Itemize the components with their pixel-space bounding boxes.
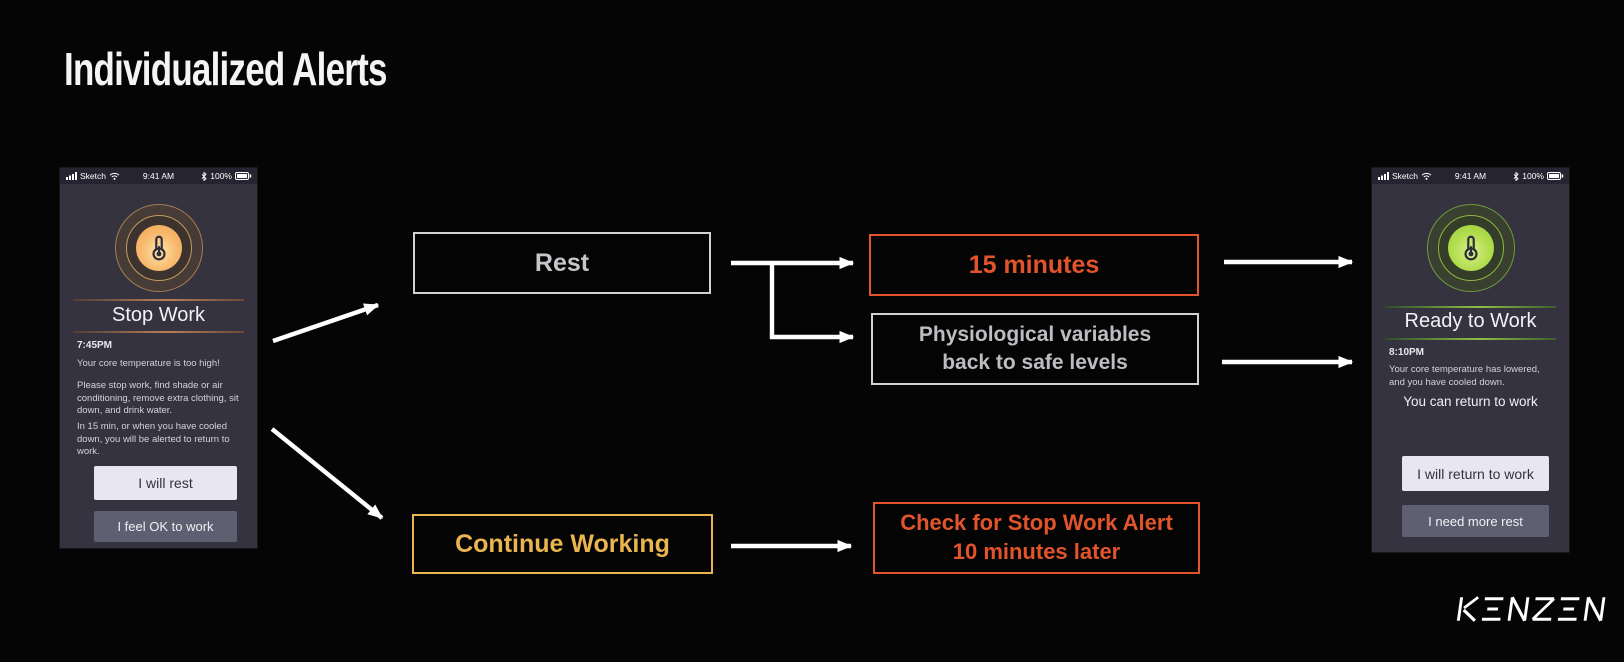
check-stop-work-box: Check for Stop Work Alert 10 minutes lat… — [873, 502, 1200, 574]
alert-time: 8:10PM — [1389, 347, 1425, 358]
battery-percent-label: 100% — [210, 171, 232, 181]
alert-state-title: Stop Work — [112, 304, 205, 326]
arrow-phone-to-rest — [272, 302, 380, 344]
signal-icon — [1378, 172, 1389, 180]
rest-box: Rest — [413, 232, 711, 294]
temperature-gauge-hot — [114, 204, 203, 292]
gauge-inner-circle — [1447, 225, 1494, 271]
carrier-label: Sketch — [1392, 171, 1418, 181]
gauge-mid-ring — [1437, 215, 1504, 281]
battery-percent-label: 100% — [1522, 171, 1544, 181]
kenzen-logo-icon — [1456, 596, 1606, 622]
thermometer-icon — [151, 235, 166, 261]
alert-followup: In 15 min, or when you have cooled down,… — [77, 421, 230, 458]
gauge-inner-circle — [135, 225, 182, 271]
alert-instructions: Please stop work, find shade or air cond… — [77, 380, 239, 417]
alert-headline: Your core temperature is too high! — [77, 358, 220, 369]
rest-label: Rest — [534, 248, 590, 277]
physio-label-line2: back to safe levels — [942, 351, 1128, 374]
carrier-label: Sketch — [80, 171, 106, 181]
i-will-return-button[interactable]: I will return to work — [1402, 456, 1549, 491]
i-will-rest-button[interactable]: I will rest — [94, 466, 237, 500]
i-feel-ok-button[interactable]: I feel OK to work — [94, 511, 237, 542]
bluetooth-icon — [1513, 171, 1519, 181]
battery-icon — [235, 172, 252, 180]
gauge-mid-ring — [125, 215, 192, 281]
continue-working-label: Continue Working — [455, 529, 670, 558]
arrow-phone-to-continue — [270, 427, 384, 520]
signal-icon — [66, 172, 77, 180]
thermometer-icon — [1463, 235, 1478, 261]
fifteen-minutes-label: 15 minutes — [968, 250, 1100, 279]
return-to-work-callout: You can return to work — [1403, 394, 1538, 409]
temperature-gauge-cool — [1426, 204, 1515, 292]
alert-state-title: Ready to Work — [1404, 310, 1537, 332]
wifi-icon — [1421, 172, 1432, 180]
wifi-icon — [109, 172, 120, 180]
physiological-variables-box: Physiological variables back to safe lev… — [871, 313, 1199, 385]
alert-headline: Your core temperature has lowered, and y… — [1389, 364, 1540, 388]
check-label-line2: 10 minutes later — [952, 539, 1121, 564]
status-bar: Sketch 9:41 AM 100% — [1372, 168, 1569, 184]
bluetooth-icon — [201, 171, 207, 181]
i-need-more-rest-button[interactable]: I need more rest — [1402, 505, 1549, 537]
battery-icon — [1547, 172, 1564, 180]
divider-top — [73, 299, 244, 301]
arrow-rest-to-physio — [769, 263, 855, 344]
stop-work-phone: Sketch 9:41 AM 100% Stop Work 7:45PM You… — [60, 168, 257, 548]
alert-time: 7:45PM — [77, 340, 113, 351]
clock-label: 9:41 AM — [1454, 171, 1487, 181]
check-label-line1: Check for Stop Work Alert — [900, 510, 1173, 536]
fifteen-minutes-box: 15 minutes — [869, 234, 1199, 296]
kenzen-logo: KENZEN — [1452, 592, 1608, 626]
continue-working-box: Continue Working — [412, 514, 713, 574]
divider-bottom — [1385, 338, 1556, 340]
divider-bottom — [73, 331, 244, 333]
ready-to-work-phone: Sketch 9:41 AM 100% Ready to Work 8:10PM… — [1372, 168, 1569, 552]
status-bar: Sketch 9:41 AM 100% — [60, 168, 257, 184]
clock-label: 9:41 AM — [142, 171, 175, 181]
page-title: Individualized Alerts — [64, 43, 387, 95]
divider-top — [1385, 306, 1556, 308]
physio-label-line1: Physiological variables — [918, 322, 1152, 346]
